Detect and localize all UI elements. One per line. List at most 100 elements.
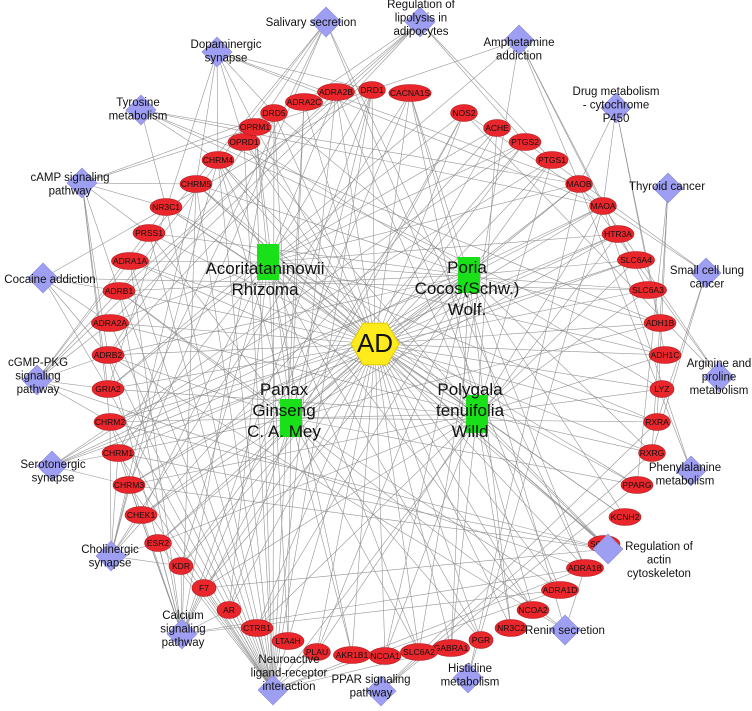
gene-ellipse (333, 646, 371, 664)
edge-ad-gene (140, 343, 376, 516)
pathway-label-line: Cocaine addiction (4, 274, 95, 286)
edge-ad-gene (374, 289, 649, 345)
herb-label-line: Wolf. (448, 300, 486, 319)
edge-pathway-gene (195, 183, 274, 691)
edge-herb-gene (476, 159, 553, 415)
gene-node: KDR (168, 557, 194, 575)
ad-hexagon (350, 322, 400, 366)
gene-ellipse (168, 557, 194, 575)
pathway-diamond (600, 92, 632, 124)
edge-pathway-gene (272, 89, 373, 691)
pathway-diamond (365, 675, 397, 707)
edge-pathway-gene (110, 452, 119, 557)
gene-ellipse (608, 508, 642, 526)
edge-ad-gene (374, 343, 561, 591)
gene-node: ADRA2A (91, 314, 129, 332)
edge-herb-gene (267, 89, 373, 263)
pathway-diamond (592, 533, 624, 565)
edge-herb-gene (468, 274, 512, 629)
pathway-label-line: signaling (160, 624, 205, 636)
edge-pathway-gene (216, 51, 219, 161)
gene-node: PGR (468, 631, 494, 649)
gene-label: ADRB2 (94, 350, 123, 360)
edge-herb-gene (409, 92, 470, 276)
edge-ad-gene (117, 343, 376, 454)
edge-pathway-gene (419, 21, 526, 143)
pathway-label-line: lipolysis in (395, 13, 447, 25)
pathway-diamond (310, 6, 342, 38)
gene-label: PGR (472, 635, 490, 645)
edge-pathway-gene (203, 587, 274, 691)
pathway-label-line: addiction (496, 51, 542, 63)
herb-rect (280, 399, 302, 437)
pathway-diamond (690, 257, 722, 289)
pathway-diamond (452, 662, 484, 694)
pathway-diamond (549, 614, 581, 646)
gene-label: PRSS1 (135, 228, 163, 238)
edge-herb-gene (157, 413, 478, 544)
gene-node: OPRD1 (227, 133, 261, 151)
edge-herb-gene (476, 127, 498, 415)
edge-pathway-gene (51, 233, 619, 467)
pathway-label-line: Arginine and (687, 358, 752, 370)
edge-pathway-gene (36, 379, 111, 423)
pathway-label-line: Thyroid cancer (629, 181, 705, 193)
edge-pathway-gene (578, 183, 720, 378)
edge-pathway-gene (157, 542, 183, 635)
pathway-label-line: metabolism (109, 111, 168, 123)
edge-pathway-gene (602, 205, 692, 472)
gene-label: RXRG (640, 448, 665, 458)
edge-pathway-gene (272, 101, 305, 691)
edge-ad-gene (107, 343, 376, 356)
edge-pathway-gene (107, 39, 520, 390)
gene-label: CHRM1 (103, 448, 133, 458)
gene-node: GRIA2 (91, 380, 125, 398)
edge-herb-gene (180, 417, 292, 567)
edge-pathway-gene (109, 421, 274, 691)
edge-pathway-gene (128, 484, 609, 550)
gene-node: ADRA2C (285, 93, 323, 111)
edge-pathway-gene (81, 89, 373, 184)
pathway-diamond (95, 540, 127, 572)
edge-ad-gene (374, 343, 386, 657)
edge-ad-gene (374, 92, 411, 345)
gene-node: RXRA (643, 413, 671, 431)
gene-label: NCOA1 (370, 651, 400, 661)
edge-pathway-gene (36, 379, 586, 569)
edge-ad-gene (109, 322, 376, 345)
edge-herb-gene (243, 141, 470, 276)
gene-label: CHRM4 (203, 155, 233, 165)
gene-node: DRD1 (358, 81, 386, 99)
edge-herb-gene (217, 159, 292, 419)
gene-label: GRIA2 (95, 384, 121, 394)
gene-ellipse (535, 151, 569, 169)
edge-ad-gene (374, 343, 452, 649)
edge-pathway-gene (42, 277, 649, 291)
edge-herb-gene (468, 274, 661, 324)
edge-ad-gene (374, 343, 482, 641)
gene-node: AKR1B1 (333, 646, 371, 664)
pathway-label-line: Renin secretion (525, 625, 605, 637)
gene-label: CHRM2 (95, 417, 125, 427)
gene-label: CACNA1S (390, 88, 430, 98)
gene-ellipse (144, 534, 172, 552)
edge-herb-gene (129, 260, 478, 415)
pathway-label-line: cGMP-PKG (8, 357, 68, 369)
pathway-diamond (503, 24, 535, 56)
pathway-diamond (404, 6, 436, 38)
edge-herb-gene (267, 112, 465, 263)
pathway-diamond (21, 364, 53, 396)
gene-label: PLAU (306, 647, 328, 657)
edge-pathway-gene (140, 109, 604, 207)
edge-pathway-gene (81, 182, 197, 185)
